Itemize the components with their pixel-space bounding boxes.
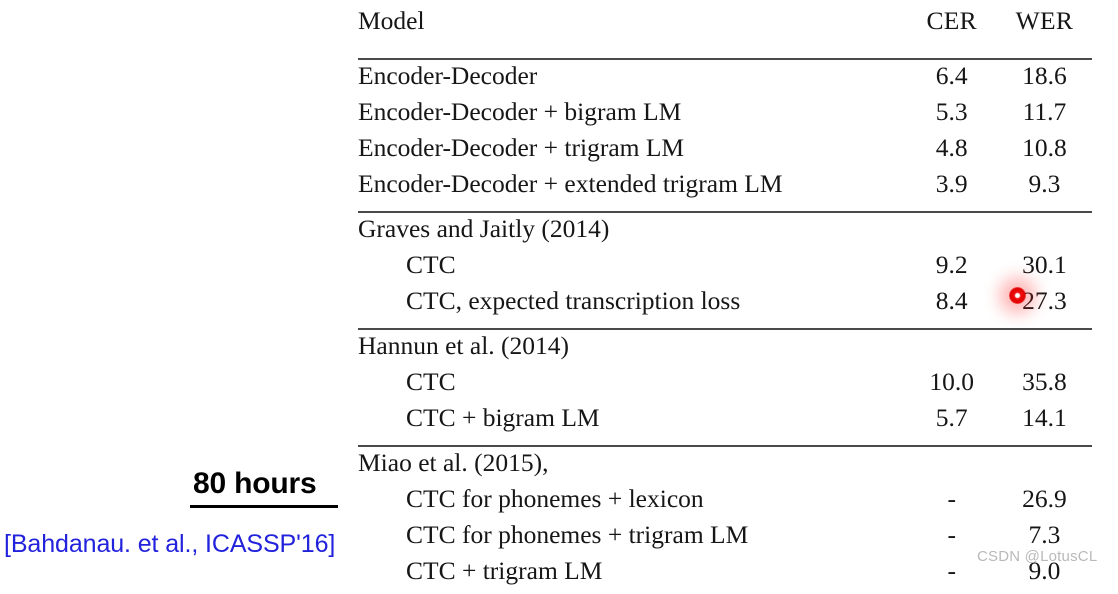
cell-wer: 18.6 (1022, 61, 1067, 90)
section-rule-cell (358, 441, 1092, 450)
table-row: CTC for phonemes + trigram LM - 7.3 (358, 522, 1092, 558)
cell-wer: 11.7 (1022, 97, 1067, 126)
hours-label-underline (190, 505, 338, 508)
cell-cer: - (947, 484, 956, 513)
cell-model: Encoder-Decoder (358, 61, 538, 90)
horizontal-rule (358, 445, 1092, 447)
cell-wer: 26.9 (1022, 484, 1067, 513)
section-rule-row (358, 324, 1092, 333)
table-row: Encoder-Decoder 6.4 18.6 (358, 63, 1092, 99)
cell-wer: 30.1 (1022, 250, 1067, 279)
cell-model: CTC, expected transcription loss (406, 286, 741, 315)
table-row: CTC 10.0 35.8 (358, 369, 1092, 405)
cell-model: CTC + trigram LM (406, 556, 603, 585)
cell-model: CTC + bigram LM (406, 403, 600, 432)
column-header-wer: WER (1015, 6, 1074, 35)
cell-model: Encoder-Decoder + bigram LM (358, 97, 682, 126)
section-heading-wer-blank (997, 333, 1092, 369)
cell-wer: 7.3 (1028, 520, 1061, 549)
cell-cer: 9.2 (935, 250, 968, 279)
table-row: Encoder-Decoder + trigram LM 4.8 10.8 (358, 135, 1092, 171)
cell-model: Encoder-Decoder + trigram LM (358, 133, 685, 162)
cell-wer: 10.8 (1022, 133, 1067, 162)
cell-model: CTC for phonemes + trigram LM (406, 520, 749, 549)
cell-cer: 5.3 (935, 97, 968, 126)
hours-label: 80 hours (193, 467, 317, 500)
cell-cer: 10.0 (929, 367, 974, 396)
table-row: CTC, expected transcription loss 8.4 27.3 (358, 288, 1092, 324)
section-rule-cell (358, 207, 1092, 216)
section-heading: Miao et al. (2015), (358, 448, 549, 477)
horizontal-rule (358, 58, 1092, 60)
section-rule-cell (358, 324, 1092, 333)
section-heading-wer-blank (997, 450, 1092, 486)
cell-cer: 5.7 (935, 403, 968, 432)
cell-model: CTC (406, 250, 456, 279)
watermark-label: CSDN @LotusCL (977, 548, 1098, 565)
table-header: Model CER WER (358, 8, 1092, 63)
cell-cer: 8.4 (935, 286, 968, 315)
horizontal-rule (358, 328, 1092, 330)
horizontal-rule (358, 211, 1092, 213)
section-rule-row (358, 441, 1092, 450)
cell-model: CTC (406, 367, 456, 396)
table-section-heading-row: Miao et al. (2015), (358, 450, 1092, 486)
table-row: CTC for phonemes + lexicon - 26.9 (358, 486, 1092, 522)
section-heading-cer-blank (906, 216, 996, 252)
table-section-heading-row: Hannun et al. (2014) (358, 333, 1092, 369)
section-heading-cer-blank (906, 333, 996, 369)
cell-wer: 9.3 (1028, 169, 1061, 198)
column-header-cer: CER (926, 6, 977, 35)
section-rule-row (358, 207, 1092, 216)
table-row: CTC + bigram LM 5.7 14.1 (358, 405, 1092, 441)
section-heading: Graves and Jaitly (2014) (358, 214, 610, 243)
table-row: CTC 9.2 30.1 (358, 252, 1092, 288)
table-header-row: Model CER WER (358, 8, 1092, 54)
cell-model: Encoder-Decoder + extended trigram LM (358, 169, 783, 198)
table-row: Encoder-Decoder + extended trigram LM 3.9… (358, 171, 1092, 207)
section-heading: Hannun et al. (2014) (358, 331, 570, 360)
cell-model: CTC for phonemes + lexicon (406, 484, 704, 513)
header-rule-cell (358, 54, 1092, 63)
header-rule-row (358, 54, 1092, 63)
column-header-model: Model (358, 6, 425, 35)
cell-wer: 27.3 (1022, 286, 1067, 315)
cell-cer: 4.8 (935, 133, 968, 162)
table-row: Encoder-Decoder + bigram LM 5.3 11.7 (358, 99, 1092, 135)
cell-cer: 6.4 (935, 61, 968, 90)
cell-cer: 3.9 (935, 169, 968, 198)
section-heading-cer-blank (906, 450, 996, 486)
cell-cer: - (947, 520, 956, 549)
cell-wer: 35.8 (1022, 367, 1067, 396)
cell-wer: 14.1 (1022, 403, 1067, 432)
table-section-heading-row: Graves and Jaitly (2014) (358, 216, 1092, 252)
citation-label: [Bahdanau. et al., ICASSP'16] (4, 530, 336, 558)
section-heading-wer-blank (997, 216, 1092, 252)
